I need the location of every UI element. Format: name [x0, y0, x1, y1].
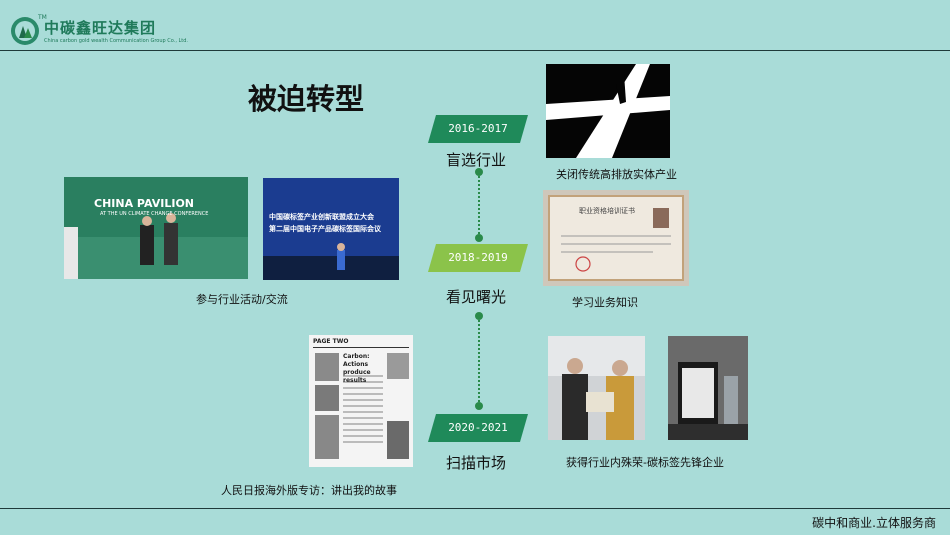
pavilion-photo: CHINA PAVILION AT THE UN CLIMATE CHANGE …: [64, 177, 248, 279]
page-title: 被迫转型: [248, 82, 365, 116]
timeline-connector-1: [478, 172, 482, 238]
header-divider: [0, 50, 950, 51]
stage-label-2: 看见曙光: [446, 288, 507, 306]
newspaper-header: PAGE TWO: [313, 338, 349, 345]
timeline-dot: [475, 402, 483, 410]
newspaper-headline: Carbon: Actions produce results: [343, 353, 371, 384]
brand-tm: TM: [38, 14, 47, 21]
stage-label-1: 盲选行业: [446, 151, 507, 169]
timeline-connector-2: [478, 316, 482, 406]
year-label: 2018-2019: [448, 251, 508, 264]
brand-name: 中碳鑫旺达集团: [44, 19, 157, 37]
certificate-title: 职业资格培训证书: [579, 207, 635, 215]
newspaper-photo: PAGE TWO Carbon: Actions produce results: [309, 335, 413, 467]
conference-photo: 中国碳标签产业创新联盟成立大会 第二届中国电子产品碳标签国际会议: [263, 178, 399, 280]
year-label: 2016-2017: [448, 122, 508, 135]
caption-activities: 参与行业活动/交流: [196, 293, 288, 306]
timeline-dot: [475, 234, 483, 242]
year-label: 2020-2021: [448, 421, 508, 434]
road-photo: [546, 64, 670, 158]
conference-line-2: 第二届中国电子产品碳标签国际会议: [269, 225, 381, 233]
certificate-photo: 职业资格培训证书: [543, 190, 689, 286]
caption-close-industry: 关闭传统高排放实体产业: [556, 168, 677, 181]
footer-divider: [0, 508, 950, 509]
stage-label-3: 扫描市场: [446, 454, 507, 472]
caption-learn: 学习业务知识: [572, 296, 638, 309]
brand-name-en: China carbon gold wealth Communication G…: [44, 38, 189, 44]
award-photo: [548, 336, 645, 440]
pavilion-sub: AT THE UN CLIMATE CHANGE CONFERENCE: [100, 211, 209, 217]
caption-award: 获得行业内殊荣-碳标签先锋企业: [566, 456, 724, 469]
timeline-dot: [475, 168, 483, 176]
caption-newspaper: 人民日报海外版专访：讲出我的故事: [221, 484, 397, 497]
pavilion-title: CHINA PAVILION: [94, 197, 195, 210]
logo-icon: [10, 16, 40, 46]
year-badge-1: 2016-2017: [428, 115, 528, 143]
year-badge-2: 2018-2019: [428, 244, 528, 272]
footer-slogan: 碳中和商业.立体服务商: [812, 516, 936, 530]
timeline-dot: [475, 312, 483, 320]
trophy-photo: [668, 336, 748, 440]
conference-line-1: 中国碳标签产业创新联盟成立大会: [269, 213, 374, 221]
year-badge-3: 2020-2021: [428, 414, 528, 442]
